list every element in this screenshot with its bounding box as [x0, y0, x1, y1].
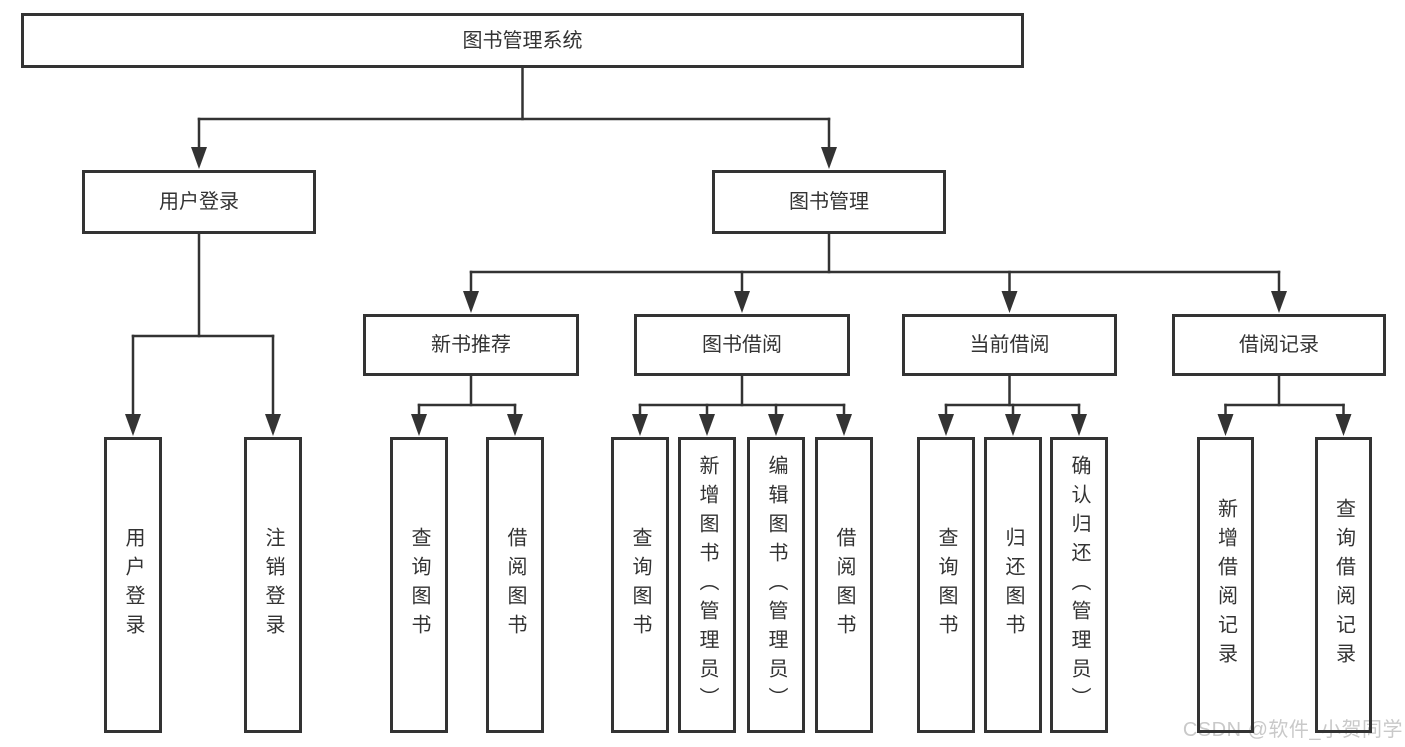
- node-label-cb-query-books: 查询图书: [935, 527, 957, 643]
- node-label-br-query-record: 查询借阅记录: [1332, 498, 1355, 672]
- arrowhead-icon: [463, 291, 479, 313]
- node-label-cb-return-books: 归还图书: [1002, 527, 1024, 643]
- node-label-current-borrowing: 当前借阅: [969, 334, 1050, 356]
- node-book-borrowing: 图书借阅: [634, 314, 850, 376]
- node-label-borrowing-records: 借阅记录: [1239, 334, 1319, 356]
- node-user-login: 用户登录: [82, 170, 316, 234]
- arrowhead-icon: [1071, 414, 1087, 436]
- node-label-book-borrowing: 图书借阅: [702, 334, 782, 356]
- node-label-book-management: 图书管理: [789, 191, 869, 213]
- node-label-br-add-record: 新增借阅记录: [1214, 498, 1237, 672]
- node-label-logout: 注销登录: [262, 527, 284, 643]
- node-new-book-recommendation: 新书推荐: [363, 314, 579, 376]
- arrowhead-icon: [1335, 414, 1352, 436]
- node-login: 用户登录: [104, 437, 162, 733]
- node-cb-return-books: 归还图书: [984, 437, 1042, 733]
- node-current-borrowing: 当前借阅: [902, 314, 1117, 376]
- node-label-system: 图书管理系统: [462, 29, 583, 52]
- node-label-new-book-recommendation: 新书推荐: [431, 334, 511, 356]
- arrowhead-icon: [1001, 291, 1018, 313]
- node-label-nbr-query-books: 查询图书: [408, 527, 430, 643]
- node-br-add-record: 新增借阅记录: [1197, 437, 1254, 733]
- arrowhead-icon: [1005, 414, 1021, 436]
- node-label-bb-add-books-admin: 新增图书（管理员）: [696, 454, 718, 716]
- watermark-text: CSDN @软件_小贺同学: [1182, 719, 1403, 741]
- node-label-bb-borrow-books: 借阅图书: [833, 527, 855, 643]
- arrowhead-icon: [734, 291, 750, 313]
- arrowhead-icon: [1217, 414, 1234, 436]
- node-nbr-query-books: 查询图书: [390, 437, 448, 733]
- node-system: 图书管理系统: [21, 13, 1024, 68]
- arrowhead-icon: [836, 414, 852, 436]
- node-label-bb-query-books: 查询图书: [629, 527, 651, 643]
- arrowhead-icon: [632, 414, 648, 436]
- arrowhead-icon: [191, 147, 207, 169]
- arrowhead-icon: [768, 414, 784, 436]
- node-cb-confirm-return-admin: 确认归还（管理员）: [1050, 437, 1108, 733]
- arrowhead-icon: [821, 147, 837, 169]
- node-bb-add-books-admin: 新增图书（管理员）: [678, 437, 736, 733]
- arrowhead-icon: [507, 414, 523, 436]
- node-bb-query-books: 查询图书: [611, 437, 669, 733]
- node-book-management: 图书管理: [712, 170, 946, 234]
- arrowhead-icon: [1271, 291, 1287, 313]
- node-nbr-borrow-books: 借阅图书: [486, 437, 544, 733]
- arrowhead-icon: [265, 414, 281, 436]
- node-label-bb-edit-books-admin: 编辑图书（管理员）: [765, 454, 787, 716]
- node-label-cb-confirm-return-admin: 确认归还（管理员）: [1068, 454, 1090, 716]
- node-logout: 注销登录: [244, 437, 302, 733]
- node-bb-edit-books-admin: 编辑图书（管理员）: [747, 437, 805, 733]
- arrowhead-icon: [125, 414, 141, 436]
- node-br-query-record: 查询借阅记录: [1315, 437, 1372, 733]
- node-label-login: 用户登录: [122, 527, 144, 643]
- node-bb-borrow-books: 借阅图书: [815, 437, 873, 733]
- arrowhead-icon: [938, 414, 954, 436]
- arrowhead-icon: [411, 414, 427, 436]
- node-label-nbr-borrow-books: 借阅图书: [504, 527, 526, 643]
- arrowhead-icon: [699, 414, 715, 436]
- node-label-user-login: 用户登录: [159, 191, 239, 213]
- node-borrowing-records: 借阅记录: [1172, 314, 1386, 376]
- node-cb-query-books: 查询图书: [917, 437, 975, 733]
